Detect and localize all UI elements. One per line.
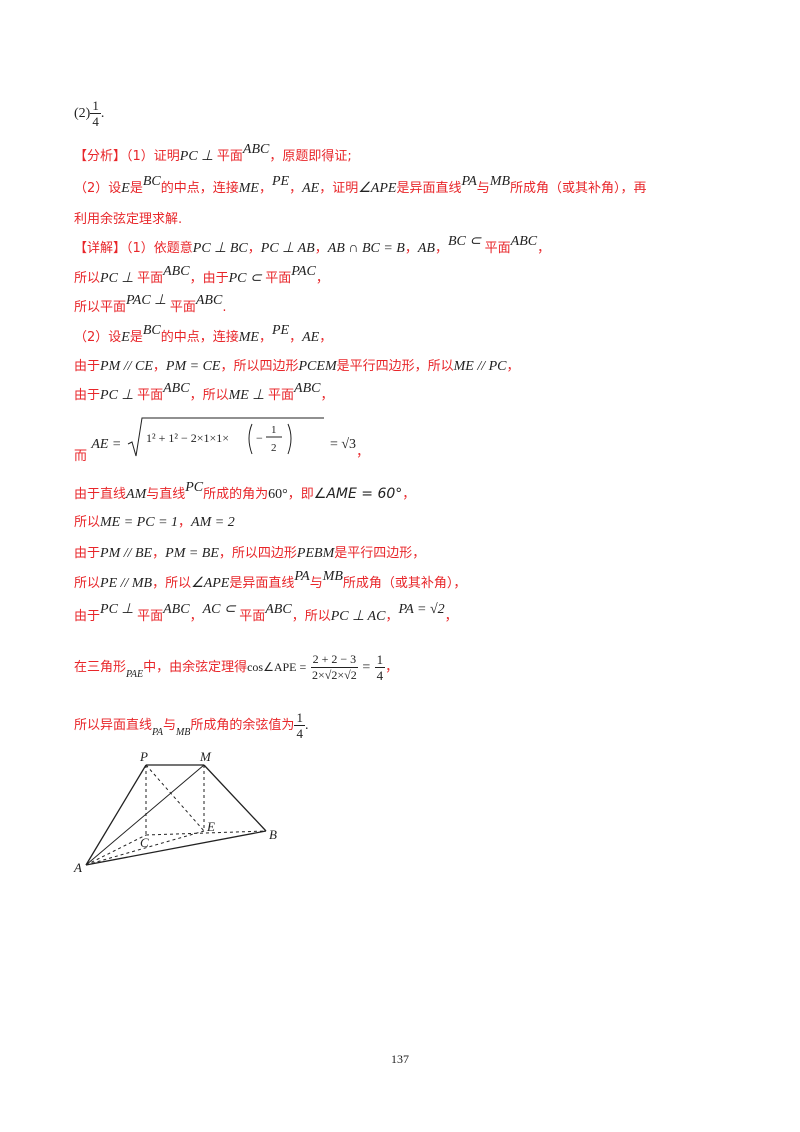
analysis-line-1: 【分析】（1）证明PC ⊥ 平面ABC，原题即得证; (74, 142, 352, 164)
edge-AC (85, 834, 147, 866)
sqrt-expression: 1² + 1² − 2×1×1× − 1 2 (127, 417, 324, 457)
edge-CB (145, 830, 267, 836)
label-C: C (140, 835, 149, 850)
edge-AE (85, 830, 205, 866)
detail-line-2: 所以PC ⊥ 平面ABC，由于PC ⊂ 平面PAC， (74, 264, 329, 286)
analysis-line-3: 利用余弦定理求解. (74, 212, 183, 227)
label-P: P (139, 749, 148, 764)
svg-text:1: 1 (271, 424, 277, 436)
detail-line-3: 所以平面PAC ⊥ 平面ABC. (74, 293, 227, 315)
edge-MA (85, 764, 205, 866)
detail-line-5: 由于PM // CE，PM = CE，所以四边形PCEM是平行四边形，所以ME … (74, 359, 520, 374)
detail-line-12: 由于PC ⊥ 平面ABC，AC ⊂ 平面ABC，所以PC ⊥ AC，PA = √… (74, 602, 458, 624)
detail-line-10: 由于PM // BE，PM = BE，所以四边形PEBM是平行四边形， (74, 546, 426, 561)
detail-line-7: 而 AE = 1² + 1² − 2×1×1× − 1 2 = √3， (74, 417, 369, 464)
analysis-line-2: （2）设E是BC的中点，连接ME，PE，AE，证明∠APE是异面直线PA与MB所… (74, 174, 647, 196)
svg-text:2: 2 (271, 442, 277, 454)
svg-text:1² + 1² − 2×1×1×: 1² + 1² − 2×1×1× (146, 431, 229, 445)
svg-text:−: − (256, 431, 263, 445)
detail-line-9: 所以ME = PC = 1，AM = 2 (74, 515, 235, 530)
geometry-figure: P M E B C A (73, 749, 277, 875)
label-B: B (269, 827, 277, 842)
detail-line-11: 所以PE // MB，所以∠APE是异面直线PA与MB所成角（或其补角）， (74, 569, 467, 591)
detail-line-8: 由于直线AM与直线PC所成的角为60°，即∠AME = 60°， (74, 480, 416, 502)
label-A: A (73, 860, 82, 875)
edge-AB (85, 830, 267, 866)
label-M: M (199, 749, 212, 764)
edge-PE (145, 764, 205, 832)
detail-line-1: 【详解】（1）依题意PC ⊥ BC，PC ⊥ AB，AB ∩ BC = B，AB… (74, 234, 551, 256)
detail-line-6: 由于PC ⊥ 平面ABC，所以ME ⊥ 平面ABC， (74, 381, 334, 403)
detail-line-4: （2）设E是BC的中点，连接ME，PE，AE， (74, 323, 333, 345)
label-E: E (206, 819, 215, 834)
edge-MB (203, 764, 267, 832)
page-number: 137 (391, 1052, 409, 1066)
edge-PA (85, 764, 147, 866)
